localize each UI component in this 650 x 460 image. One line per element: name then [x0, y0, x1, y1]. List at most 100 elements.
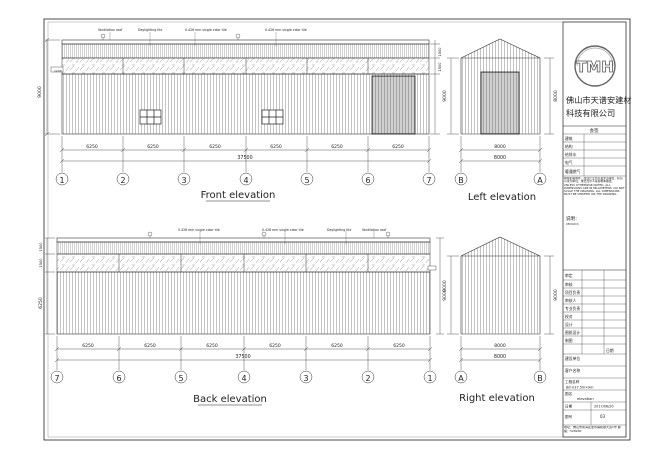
approval-row-1: 建筑 [565, 136, 573, 141]
sign-row-9: 制图 [565, 338, 573, 343]
company-logo: TMH [574, 45, 616, 87]
drawing-title-value: elevation [577, 397, 594, 401]
back-daylight-band [56, 253, 431, 273]
front-note-2: Daylighting tile [138, 28, 162, 32]
front-axis-3: 3 [181, 176, 186, 185]
back-note-2: 0.426 mm single color tile [262, 228, 304, 232]
left-axis-2: A [537, 176, 543, 185]
back-height-part-2: 1500 [39, 258, 43, 268]
sign-row-4: 审核人 [565, 298, 577, 303]
company-address: 地址：佛山市南海区里水镇和顺大道1号 邮编：528200 [564, 426, 621, 433]
logo-text: TMH [576, 58, 614, 76]
front-axis-1: 1 [59, 176, 64, 185]
front-window-1 [139, 109, 162, 125]
title-block: TMH 佛山市天谱安建材 科技有限公司 会签 建筑 结构 给排水 电气 暖通燃气… [562, 21, 632, 438]
back-axis-6: 2 [365, 374, 370, 383]
front-span-3: 6250 [209, 144, 221, 150]
sign-row-5: 专业负责 [565, 306, 580, 311]
right-axis-2: B [537, 374, 543, 383]
front-span-6: 6250 [392, 144, 404, 150]
approval-row-3: 给排水 [565, 152, 577, 157]
back-height-wall: 6250 [38, 297, 44, 309]
sheet-value: 03 [600, 414, 606, 419]
back-elevation: 0.426 mm single color tile 0.426 mm sing… [38, 228, 448, 406]
note-sub: REMARKS [566, 222, 579, 226]
back-span-6: 6250 [393, 343, 405, 349]
front-note-1: Ventilation roof [98, 28, 123, 32]
left-axis-1: B [458, 176, 464, 185]
front-total: 37500 [237, 155, 252, 161]
notice-en: UNLESS OTHERWISE NOTED, ALL DIMENSIONS A… [564, 182, 625, 197]
right-height: 9000 [442, 289, 448, 301]
right-elevation-title: Right elevation [459, 393, 535, 404]
front-note-3: 0.426 mm single color tile [185, 28, 227, 32]
back-axis-1: 7 [54, 374, 59, 383]
date-value: 2017/06/20 [594, 405, 614, 409]
left-total: 8000 [494, 155, 506, 161]
company-name-line1: 佛山市天谱安建材 [566, 95, 632, 105]
sign-extra: 日期 [606, 348, 614, 353]
sign-row-6: 校对 [565, 314, 573, 319]
front-elevation-title: Front elevation [201, 190, 276, 201]
note-label: 说明： [566, 215, 580, 222]
front-span-1: 6250 [86, 144, 98, 150]
front-span-5: 6250 [331, 144, 343, 150]
front-axis-2: 2 [120, 176, 125, 185]
back-total: 37500 [235, 354, 250, 360]
approval-row-2: 结构 [565, 144, 573, 149]
outer-frame [43, 18, 631, 441]
left-span: 8000 [494, 144, 506, 150]
front-height-part-1: 1500 [438, 47, 442, 57]
left-elevation-title: Left elevation [468, 192, 536, 203]
left-elevation: 9000 8000 8000 8000 B A Left elevation [442, 38, 559, 203]
back-span-3: 6250 [206, 343, 218, 349]
front-elevation: Ventilation roof Daylighting tile 0.426 … [37, 28, 442, 202]
back-axis-2: 6 [116, 374, 121, 383]
sheet-label: 图号 [565, 414, 573, 419]
left-height-right: 8000 [553, 90, 559, 102]
back-roof-edge [56, 237, 431, 243]
front-canopy [50, 66, 64, 73]
right-elevation: 9000 9000 8000 8000 A B Right elevation [442, 236, 559, 404]
drawing-title-label: 图名 [565, 391, 573, 396]
front-axis-5: 5 [304, 176, 309, 185]
approval-row-5: 暖通燃气 [565, 169, 580, 174]
front-daylight-band [61, 57, 430, 75]
approval-row-4: 电气 [565, 160, 573, 165]
front-axis-4: 4 [243, 176, 248, 185]
back-upper-cladding [56, 241, 431, 255]
back-span-5: 6250 [331, 343, 343, 349]
drawing-name-value: 8m×37.5m×9m [566, 386, 594, 390]
company-name-line2: 科技有限公司 [566, 108, 615, 118]
front-span-2: 6250 [147, 144, 159, 150]
back-span-1: 6250 [82, 343, 94, 349]
notice-cn: 除特别说明外，所注尺寸均以毫米为单位，标高以米为单位。未经允许不得复制本图纸。 [564, 177, 623, 184]
left-height: 9000 [442, 90, 448, 102]
front-roller-door [371, 75, 416, 135]
back-note-4: Ventilation roof [362, 228, 387, 232]
front-axis-7: 7 [426, 176, 431, 185]
front-wall-cladding [61, 73, 430, 135]
back-span-2: 6250 [144, 343, 156, 349]
front-height-total: 9000 [37, 86, 43, 98]
sign-row-2: 审核 [565, 282, 573, 287]
back-note-3: Daylighting tile [327, 228, 351, 232]
sign-row-3: 项目负责 [565, 290, 580, 295]
back-axis-4: 4 [241, 374, 246, 383]
front-roof-edge [61, 39, 430, 45]
back-axis-5: 3 [303, 374, 308, 383]
back-wall-cladding [56, 271, 431, 335]
back-canopy [427, 265, 437, 271]
right-axis-1: A [458, 374, 464, 383]
back-span-4: 6250 [269, 343, 281, 349]
right-height-right: 9000 [553, 289, 559, 301]
front-note-4: 0.426 mm single color tile [265, 28, 307, 32]
right-gable-wall [460, 236, 541, 335]
date-label: 日期 [565, 404, 573, 409]
left-roller-door [480, 71, 520, 135]
back-axis-3: 5 [178, 374, 183, 383]
back-elevation-title: Back elevation [193, 394, 267, 405]
drawing-name-label: 工程名称 [565, 379, 580, 384]
right-span: 8000 [494, 343, 506, 349]
